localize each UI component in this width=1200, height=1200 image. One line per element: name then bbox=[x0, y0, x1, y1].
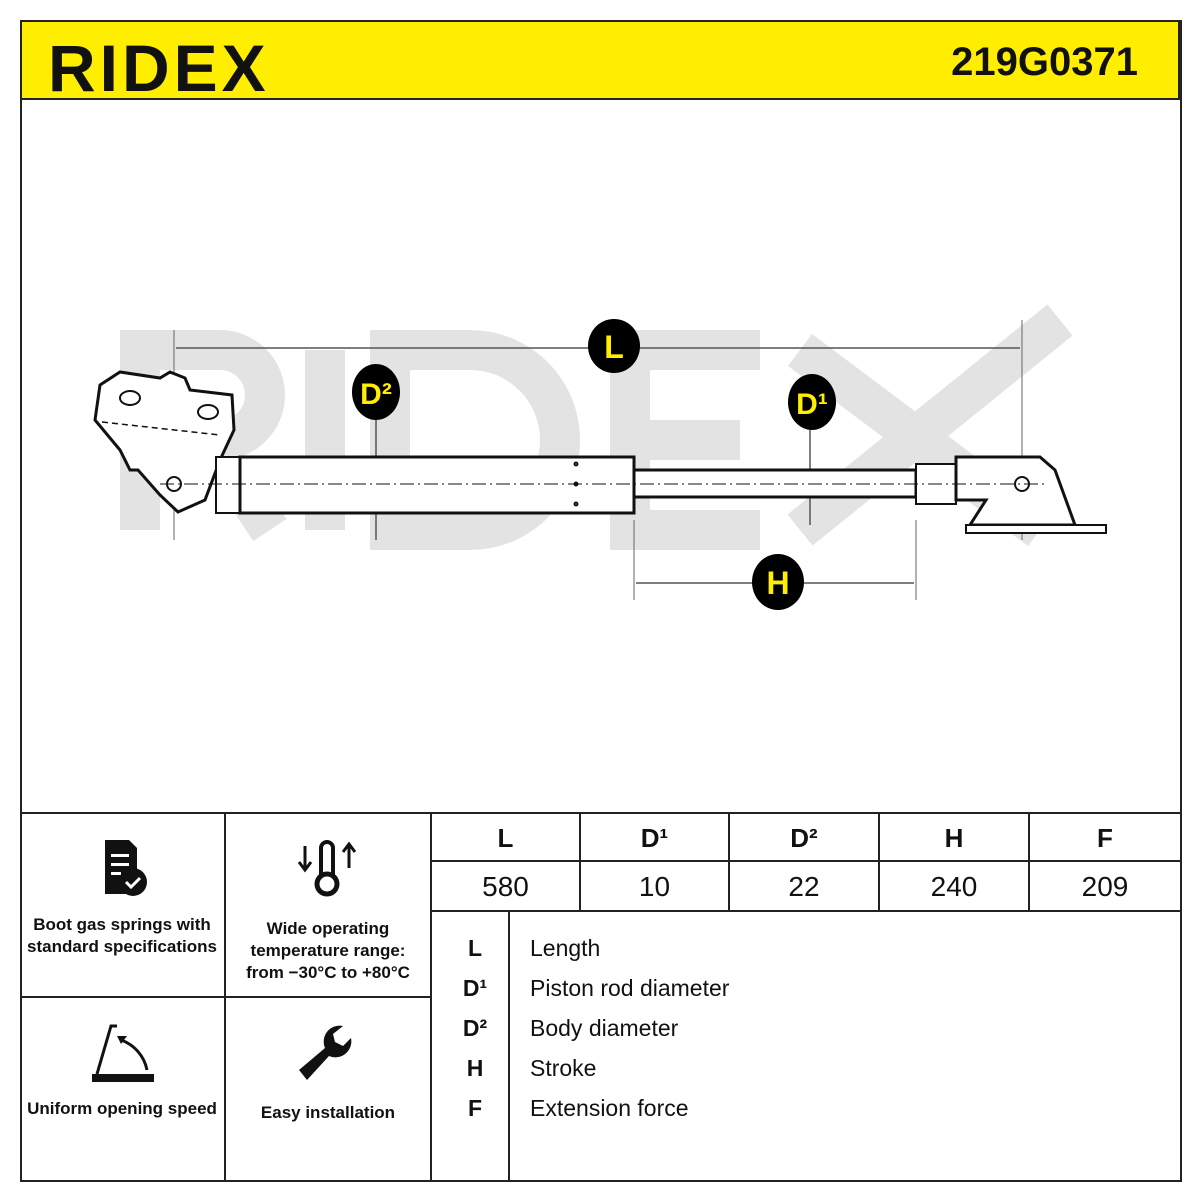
brand-logo: RIDEX bbox=[48, 31, 270, 105]
dimension-label-H: H bbox=[752, 554, 804, 610]
feature-uniform-opening: Uniform opening speed bbox=[20, 998, 226, 1182]
feature-standard-specs: Boot gas springs with standard specifica… bbox=[20, 814, 226, 998]
wrench-icon bbox=[226, 1022, 430, 1082]
gas-spring-diagram: L D² D¹ H bbox=[20, 100, 1180, 812]
spec-value: 580 bbox=[432, 862, 581, 912]
spec-value: 240 bbox=[880, 862, 1030, 912]
header-bar: RIDEX 219G0371 bbox=[20, 20, 1180, 105]
spec-value: 209 bbox=[1030, 862, 1180, 912]
part-number: 219G0371 bbox=[951, 40, 1138, 84]
feature-easy-installation: Easy installation bbox=[226, 998, 432, 1182]
spec-header: F bbox=[1030, 814, 1180, 862]
svg-text:H: H bbox=[766, 565, 789, 601]
legend-divider bbox=[508, 912, 510, 1182]
thermometer-arrows-icon bbox=[226, 838, 430, 898]
svg-text:D²: D² bbox=[360, 378, 392, 411]
info-section: Boot gas springs with standard specifica… bbox=[20, 812, 1180, 1182]
document-check-icon bbox=[20, 838, 224, 898]
spec-header: L bbox=[432, 814, 581, 862]
spec-header: D² bbox=[730, 814, 880, 862]
svg-text:D¹: D¹ bbox=[796, 388, 828, 421]
spec-header: H bbox=[880, 814, 1030, 862]
svg-text:L: L bbox=[604, 329, 624, 365]
dimension-label-L: L bbox=[588, 319, 640, 373]
spec-value: 22 bbox=[730, 862, 880, 912]
spec-value: 10 bbox=[581, 862, 730, 912]
feature-temperature: Wide operating temperature range: from −… bbox=[226, 814, 432, 998]
dimension-label-D1: D¹ bbox=[788, 374, 836, 430]
spec-header: D¹ bbox=[581, 814, 730, 862]
dimension-label-D2: D² bbox=[352, 364, 400, 420]
opening-angle-icon bbox=[20, 1022, 224, 1082]
